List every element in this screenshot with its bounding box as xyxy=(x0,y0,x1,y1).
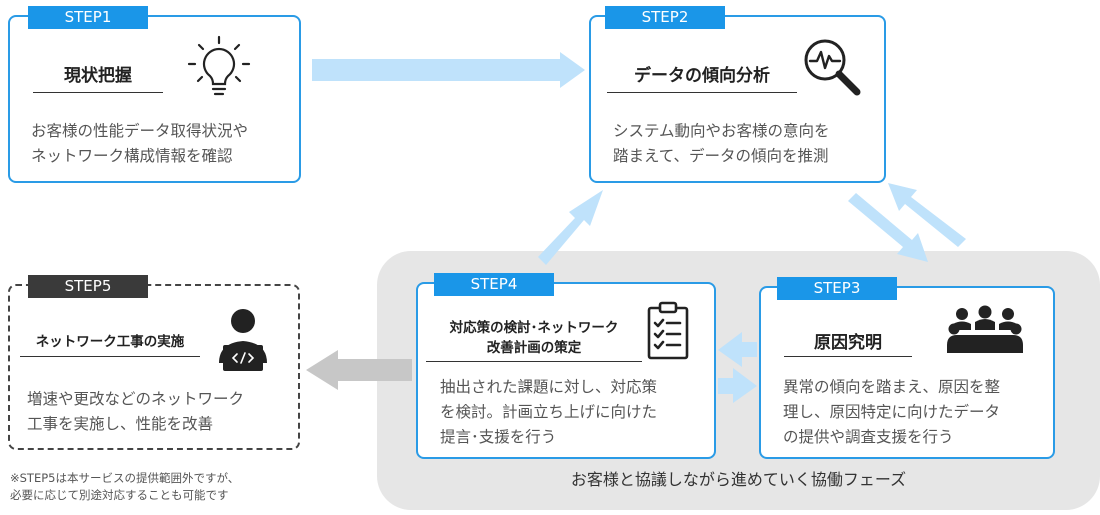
step1-description: お客様の性能データ取得状況や ネットワーク構成情報を確認 xyxy=(31,119,248,169)
step3-description-line: の提供や調査支援を行う xyxy=(783,428,954,446)
step5-tab: STEP5 xyxy=(28,275,148,298)
step1-title-underline xyxy=(33,92,163,93)
step5-title: ネットワーク工事の実施 xyxy=(35,334,185,350)
step4-description: 抽出された課題に対し、対応策 を検討。計画立ち上げに向けた 提言･支援を行う xyxy=(440,375,657,450)
footnote-line: 必要に応じて別途対応することも可能です xyxy=(10,488,229,502)
step2-tab: STEP2 xyxy=(605,6,725,29)
step4-title-line: 対応策の検討･ネットワーク xyxy=(449,320,619,336)
step4-tab: STEP4 xyxy=(434,273,554,296)
step2-card: STEP2 xyxy=(589,6,886,183)
step5-title-underline xyxy=(20,356,200,357)
step3-title-underline xyxy=(784,356,912,357)
step4-description-line: 提言･支援を行う xyxy=(440,428,557,446)
step2-title-underline xyxy=(607,92,797,93)
collaboration-phase-label: お客様と協議しながら進めていく協働フェーズ xyxy=(570,470,907,489)
step4-title-underline xyxy=(426,361,642,362)
step3-description-line: 理し、原因特定に向けたデータ xyxy=(783,403,1001,421)
step3-title: 原因究明 xyxy=(814,333,882,353)
step3-description-line: 異常の傾向を踏まえ、原因を整 xyxy=(783,378,1001,396)
step4-title: 対応策の検討･ネットワーク 改善計画の策定 xyxy=(426,318,642,358)
footnote: ※STEP5は本サービスの提供範囲外ですが、 必要に応じて別途対応することも可能… xyxy=(10,470,239,504)
arrow-step2-to-step3 xyxy=(848,193,928,262)
step5-description: 増速や更改などのネットワーク 工事を実施し、性能を改善 xyxy=(27,387,244,437)
step2-description-line: 踏まえて、データの傾向を推測 xyxy=(613,147,829,165)
arrow-step1-to-step2 xyxy=(312,52,585,88)
step2-title: データの傾向分析 xyxy=(634,66,770,86)
clipboard-checklist-icon xyxy=(647,301,689,360)
step4-description-line: を検討。計画立ち上げに向けた xyxy=(440,403,658,421)
step1-tab: STEP1 xyxy=(28,6,148,29)
step1-description-line: お客様の性能データ取得状況や xyxy=(31,122,249,140)
step3-description: 異常の傾向を踏まえ、原因を整 理し、原因特定に向けたデータ の提供や調査支援を行… xyxy=(783,375,1000,450)
step5-description-line: 工事を実施し、性能を改善 xyxy=(27,415,214,433)
step5-description-line: 増速や更改などのネットワーク xyxy=(27,390,245,408)
step1-description-line: ネットワーク構成情報を確認 xyxy=(31,147,233,165)
footnote-line: ※STEP5は本サービスの提供範囲外ですが、 xyxy=(10,471,240,485)
arrow-step4-to-step2 xyxy=(538,190,603,265)
arrow-step3-to-step4 xyxy=(718,332,757,367)
step1-card: STEP1 xyxy=(8,6,301,183)
step4-title-line: 改善計画の策定 xyxy=(486,340,582,356)
arrow-step4-to-step3 xyxy=(718,368,757,403)
step4-description-line: 抽出された課題に対し、対応策 xyxy=(440,378,658,396)
arrow-step4-to-step5 xyxy=(306,350,412,390)
engineer-laptop-icon xyxy=(219,309,267,371)
step2-description: システム動向やお客様の意向を 踏まえて、データの傾向を推測 xyxy=(613,119,830,169)
meeting-group-icon xyxy=(947,305,1023,353)
step1-title: 現状把握 xyxy=(64,66,132,86)
step2-description-line: システム動向やお客様の意向を xyxy=(613,122,830,140)
lightbulb-icon xyxy=(187,35,251,96)
arrow-step3-to-step2 xyxy=(888,183,966,247)
step3-tab: STEP3 xyxy=(777,277,897,300)
magnifier-pulse-icon xyxy=(804,39,861,96)
